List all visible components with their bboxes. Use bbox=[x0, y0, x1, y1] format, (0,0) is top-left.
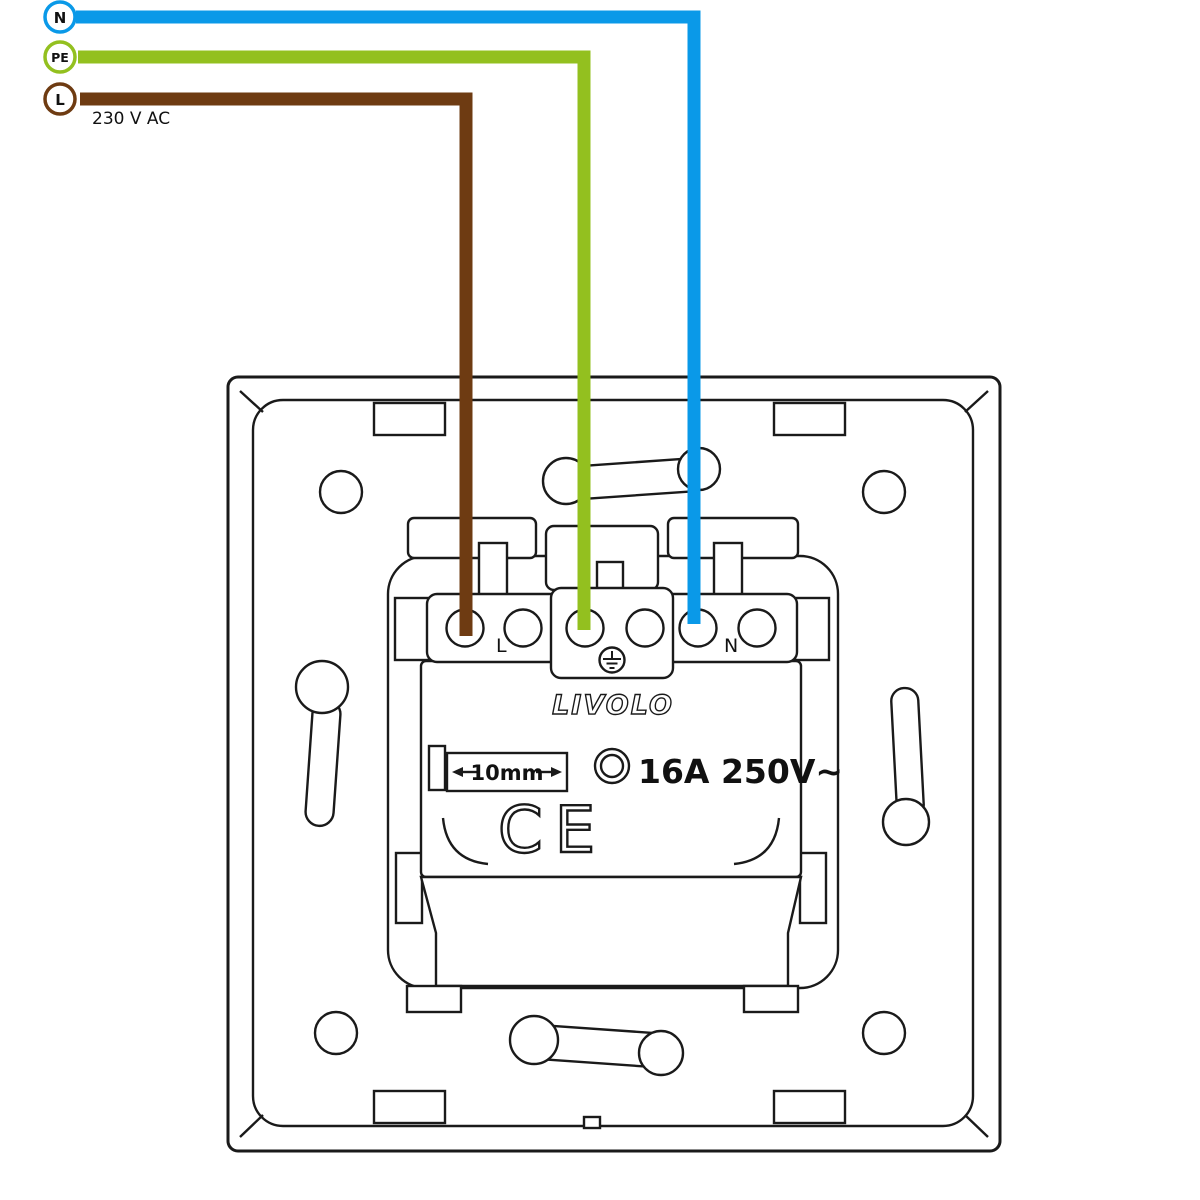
inner-arc-left bbox=[441, 817, 489, 866]
keyhole-bottom bbox=[508, 1014, 685, 1077]
keyhole-left bbox=[294, 659, 350, 828]
foot-left bbox=[405, 984, 463, 1014]
mechanism-base bbox=[419, 875, 803, 988]
pe-badge bbox=[43, 40, 77, 74]
foot-right bbox=[742, 984, 800, 1014]
screw-hole-br bbox=[861, 1010, 907, 1056]
mount-wing-left bbox=[393, 596, 431, 662]
terminal-l-label: L bbox=[496, 635, 507, 657]
frame-bottom-notch bbox=[582, 1115, 602, 1130]
arrow-left-icon bbox=[452, 767, 463, 777]
pe-wire bbox=[78, 50, 591, 630]
frame-tab-bottom-left bbox=[372, 1089, 447, 1125]
neutral-wire bbox=[76, 10, 701, 624]
frame-tab-bottom-right bbox=[772, 1089, 847, 1125]
socket-mechanism: L N LIVOLO 10mm 16A 250V~ CE bbox=[386, 516, 843, 1014]
mount-wing-right bbox=[793, 596, 831, 662]
corner-bevel-tr bbox=[964, 390, 989, 413]
keyhole-right bbox=[881, 686, 931, 847]
frame-tab-top-right bbox=[772, 401, 847, 437]
strip-gauge-label: 10mm bbox=[471, 761, 544, 785]
voltage-label: 230 V AC bbox=[92, 109, 170, 129]
side-slot-right bbox=[798, 851, 828, 925]
strip-gauge: 10mm bbox=[427, 744, 569, 793]
frame-inner bbox=[251, 398, 975, 1128]
screw-hole-bl bbox=[313, 1010, 359, 1056]
corner-bevel-br bbox=[964, 1114, 989, 1138]
corner-bevel-tl bbox=[239, 390, 264, 413]
arrow-right-icon bbox=[551, 767, 562, 777]
frame-outer bbox=[226, 375, 1002, 1153]
fixing-screw-inner bbox=[599, 753, 625, 779]
corner-bevel-bl bbox=[239, 1114, 264, 1138]
legend: N PE L 230 V AC bbox=[43, 0, 170, 129]
screw-hole-tr bbox=[861, 469, 907, 515]
neutral-badge-label: N bbox=[54, 9, 67, 27]
terminal-screw-2 bbox=[503, 608, 543, 648]
live-badge-label: L bbox=[55, 91, 65, 109]
rating-label: 16A 250V~ bbox=[638, 752, 843, 791]
side-slot-left bbox=[394, 851, 424, 925]
terminal-n-label: N bbox=[724, 635, 738, 657]
frame-tab-top-left bbox=[372, 401, 447, 437]
terminal-screw-4 bbox=[625, 608, 665, 648]
live-wire bbox=[80, 92, 473, 636]
brand-logo: LIVOLO bbox=[552, 690, 674, 721]
terminal-screw-6 bbox=[737, 608, 777, 648]
wires bbox=[76, 10, 701, 636]
screw-hole-tl bbox=[318, 469, 364, 515]
terminal-clamps bbox=[406, 516, 800, 599]
live-badge bbox=[43, 82, 77, 116]
pe-badge-label: PE bbox=[51, 50, 69, 65]
neutral-badge bbox=[43, 0, 77, 34]
inner-arc-right bbox=[733, 817, 781, 866]
ce-mark: CE bbox=[498, 794, 607, 868]
earth-symbol-icon bbox=[598, 646, 626, 674]
